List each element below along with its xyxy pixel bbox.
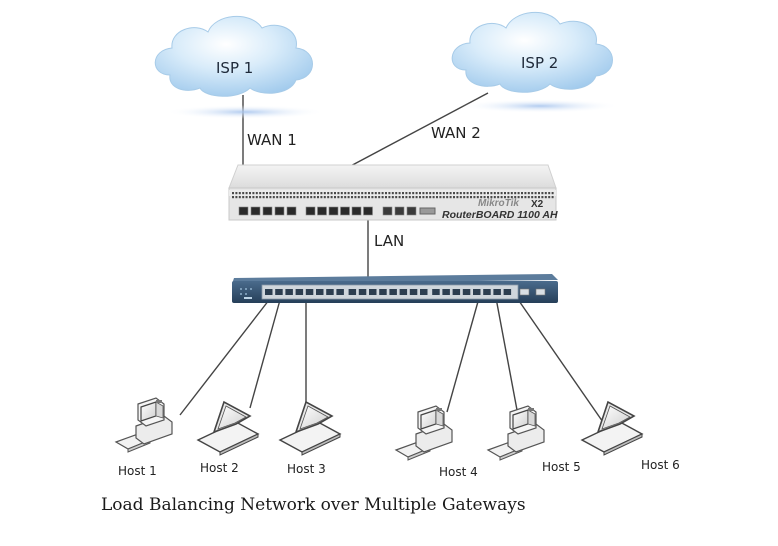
host6-cable: [516, 297, 606, 426]
host3-label: Host 3: [287, 462, 326, 476]
diagram-caption: Load Balancing Network over Multiple Gat…: [101, 495, 526, 515]
switch-port: [399, 289, 408, 295]
router-model: RouterBOARD 1100 AH: [442, 209, 558, 221]
switch-port: [348, 289, 357, 295]
router-vendor-logo: MikroTik: [478, 198, 519, 209]
switch-port: [326, 289, 334, 295]
host2-cable: [249, 299, 281, 409]
router-port: [394, 206, 405, 216]
switch-port: [295, 289, 304, 295]
switch-port: [275, 289, 283, 295]
isp2-cloud: [451, 11, 620, 113]
router-port: [363, 206, 373, 216]
isp1-cloud: [154, 15, 325, 119]
router-port: [340, 206, 350, 216]
router-port: [238, 206, 249, 216]
switch-port: [369, 289, 377, 295]
host3-laptop: [279, 401, 341, 456]
router-port: [317, 206, 327, 216]
router-port: [406, 206, 417, 216]
isp2-label: ISP 2: [521, 54, 559, 72]
switch-ports: [265, 289, 512, 295]
isp1-label: ISP 1: [216, 59, 254, 77]
router-vent-holes: [232, 192, 554, 199]
switch-port: [379, 289, 387, 295]
host4-label: Host 4: [439, 465, 478, 479]
router-model-suffix: X2: [531, 199, 544, 210]
router-port: [250, 206, 261, 216]
host1-cable: [179, 299, 270, 416]
switch-port: [473, 289, 481, 295]
switch-port: [462, 289, 471, 295]
host5-desktop: [487, 405, 545, 461]
router-serial-port: [419, 207, 436, 215]
switch-port: [358, 289, 367, 295]
wan2-label: WAN 2: [431, 124, 481, 142]
router-port: [305, 206, 316, 216]
host5-cable: [495, 297, 518, 411]
network-switch: [232, 274, 558, 303]
router-port: [328, 206, 339, 216]
host2-laptop: [197, 401, 259, 456]
switch-port: [285, 289, 293, 295]
switch-port: [420, 289, 428, 295]
router-port: [262, 206, 273, 216]
host1-desktop: [115, 397, 173, 453]
switch-port: [432, 289, 440, 295]
router-port: [274, 206, 285, 216]
host6-laptop: [581, 401, 643, 456]
router-port: [351, 206, 362, 216]
switch-port: [316, 289, 324, 295]
switch-port: [389, 289, 397, 295]
switch-port: [493, 289, 501, 295]
router-ports: [238, 206, 436, 216]
host2-label: Host 2: [200, 461, 239, 475]
switch-port: [265, 289, 273, 295]
router-port: [286, 206, 297, 216]
switch-port: [483, 289, 491, 295]
switch-port: [442, 289, 450, 295]
switch-port: [336, 289, 344, 295]
host1-label: Host 1: [118, 464, 157, 478]
host4-desktop: [395, 405, 453, 461]
switch-port: [452, 289, 461, 295]
wan1-label: WAN 1: [247, 131, 297, 149]
host6-label: Host 6: [641, 458, 680, 472]
host4-cable: [446, 297, 480, 413]
switch-port: [409, 289, 418, 295]
lan-label: LAN: [374, 232, 405, 250]
switch-port: [503, 289, 512, 295]
router-routerboard: MikroTik X2 RouterBOARD 1100 AH: [228, 164, 558, 221]
host5-label: Host 5: [542, 460, 581, 474]
cables: [179, 92, 606, 426]
router-port: [382, 206, 393, 216]
switch-port: [305, 289, 314, 295]
